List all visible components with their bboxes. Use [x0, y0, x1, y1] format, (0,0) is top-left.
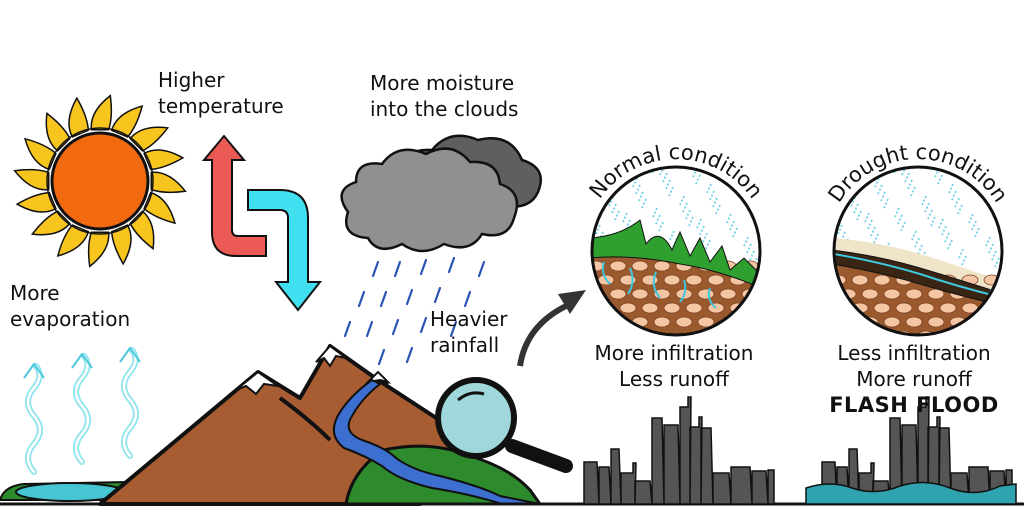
drought-condition-caption: Less infiltration More runoff FLASH FLOO…	[816, 340, 1012, 418]
drought-condition-circle: Drought condition	[823, 140, 1013, 337]
flash-flood-label: FLASH FLOOD	[829, 393, 999, 417]
more-evaporation-label: More evaporation	[10, 281, 131, 331]
sun-icon	[13, 94, 187, 268]
landscape	[0, 344, 1024, 506]
city-skyline-normal	[583, 396, 775, 505]
cloud-icon	[340, 134, 542, 253]
cool-arrow-icon	[247, 189, 323, 312]
magnifier-icon	[435, 377, 573, 473]
rain-streaks	[343, 256, 486, 366]
zoom-arrow-icon	[517, 290, 586, 367]
normal-condition-circle: Normal condition	[585, 140, 768, 337]
normal-condition-caption: More infiltration Less runoff	[594, 341, 754, 391]
higher-temperature-label: Higher temperature	[158, 68, 284, 118]
city-skyline-flooded	[805, 396, 1017, 505]
heavier-rainfall-label: Heavier rainfall	[430, 307, 508, 357]
warm-arrow-icon	[201, 134, 267, 257]
evaporation-arrows-icon	[23, 347, 141, 475]
flood-water	[805, 481, 1017, 505]
more-moisture-label: More moisture into the clouds	[370, 71, 519, 121]
